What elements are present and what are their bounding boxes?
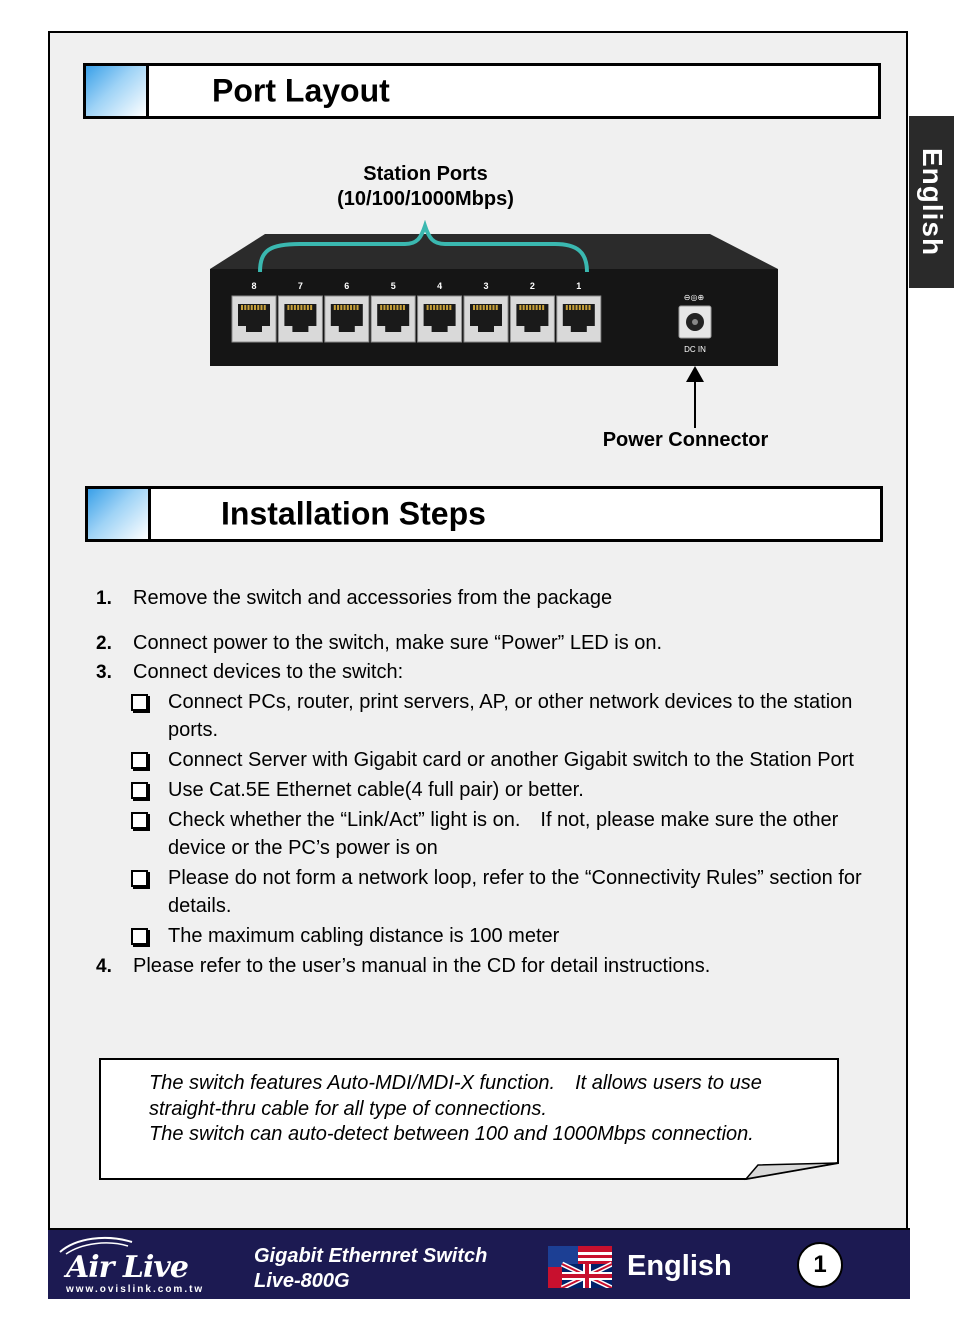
checkbox-bullet-icon [131,752,148,769]
sub-item: Check whether the “Link/Act” light is on… [96,806,896,862]
sub-item: Please do not form a network loop, refer… [96,864,896,920]
sub-item: Use Cat.5E Ethernet cable(4 full pair) o… [96,776,896,804]
checkbox-bullet-icon [131,782,148,799]
station-ports-label: Station Ports (10/100/1000Mbps) [318,162,533,212]
side-tab-label: English [916,147,948,257]
sub-item-text: Connect Server with Gigabit card or anot… [168,749,854,771]
airlive-swoosh-icon [59,1236,133,1255]
sub-item-text: Use Cat.5E Ethernet cable(4 full pair) o… [168,779,584,801]
step-item: 3. Connect devices to the switch: [96,658,896,687]
port-number-label: 6 [344,281,349,291]
checkbox-bullet-icon [131,812,148,829]
port-number-label: 1 [576,281,581,291]
port-number-label: 8 [251,281,256,291]
port-number-label: 3 [483,281,488,291]
installation-steps-header: Installation Steps [85,486,883,542]
sub-item: Connect Server with Gigabit card or anot… [96,746,896,774]
station-ports-title: Station Ports [363,163,488,185]
switch-front-panel-illustration: 8 7 6 5 4 3 2 1 ⊖◎⊕ DC IN [210,220,778,428]
step-text: Remove the switch and accessories from t… [133,587,613,609]
step-item: 2. Connect power to the switch, make sur… [96,629,896,658]
dc-jack-pin [692,319,698,325]
ethernet-ports [231,295,602,343]
ethernet-port-7 [277,295,323,343]
station-ports-speed: (10/100/1000Mbps) [337,188,514,210]
sub-item-text: Check whether the “Link/Act” light is on… [168,809,839,859]
ethernet-port-4 [417,295,463,343]
sub-item-text: The maximum cabling distance is 100 mete… [168,925,560,947]
step-number: 3. [96,662,112,683]
step-text: Connect power to the switch, make sure “… [133,632,663,654]
port-layout-title: Port Layout [212,72,390,109]
ethernet-port-8 [231,295,277,343]
sub-item-list: Connect PCs, router, print servers, AP, … [96,687,896,950]
sub-item-text: Please do not form a network loop, refer… [168,867,862,917]
note-line-2: The switch can auto-detect between 100 a… [149,1123,754,1145]
ethernet-port-2 [509,295,555,343]
ethernet-port-3 [463,295,509,343]
checkbox-bullet-icon [131,870,148,887]
port-number-label: 2 [530,281,535,291]
airlive-logo: Air Live [66,1250,189,1285]
footer-bar: Air Live www.ovislink.com.tw Gigabit Eth… [48,1228,910,1299]
product-line-2: Live-800G [254,1270,350,1292]
page-number-badge: 1 [797,1242,843,1288]
product-name: Gigabit Ethernret Switch Live-800G [254,1244,487,1294]
checkbox-bullet-icon [131,928,148,945]
port-number-label: 4 [437,281,442,291]
header-accent-square [88,489,151,539]
footer-language-label: English [627,1250,732,1282]
ethernet-port-5 [370,295,416,343]
sub-item: Connect PCs, router, print servers, AP, … [96,688,896,744]
port-layout-header: Port Layout [83,63,881,119]
note-box [99,1058,839,1181]
website-url: www.ovislink.com.tw [66,1284,205,1295]
power-connector-label: Power Connector [602,429,769,451]
port-number-label: 5 [391,281,396,291]
switch-top-surface [210,234,778,269]
ethernet-port-6 [324,295,370,343]
step-item: 4. Please refer to the user’s manual in … [96,952,896,981]
ethernet-port-1 [556,295,602,343]
polarity-symbol: ⊖◎⊕ [684,293,704,302]
note-line-1: The switch features Auto-MDI/MDI-X funct… [149,1072,762,1120]
sub-item-text: Connect PCs, router, print servers, AP, … [168,691,853,741]
power-arrow-head [686,366,704,382]
checkbox-bullet-icon [131,694,148,711]
sub-item: The maximum cabling distance is 100 mete… [96,922,896,950]
header-accent-square [86,66,149,116]
step-number: 2. [96,633,112,654]
installation-steps-title: Installation Steps [221,495,486,532]
note-text: The switch features Auto-MDI/MDI-X funct… [149,1071,799,1148]
step-text: Connect devices to the switch: [133,661,404,683]
language-side-tab[interactable]: English [909,116,954,288]
step-number: 4. [96,956,112,977]
station-ports-bracket [258,220,589,273]
step-item: 1. Remove the switch and accessories fro… [96,584,896,613]
installation-steps-list: 1. Remove the switch and accessories fro… [96,584,896,981]
port-number-label: 7 [298,281,303,291]
note-page-curl [744,1162,839,1181]
flag-us-uk-icon [548,1246,612,1288]
step-number: 1. [96,588,112,609]
dc-in-label: DC IN [684,345,706,354]
step-text: Please refer to the user’s manual in the… [133,955,711,977]
product-line-1: Gigabit Ethernret Switch [254,1245,488,1267]
port-number-labels: 8 7 6 5 4 3 2 1 [251,281,581,291]
